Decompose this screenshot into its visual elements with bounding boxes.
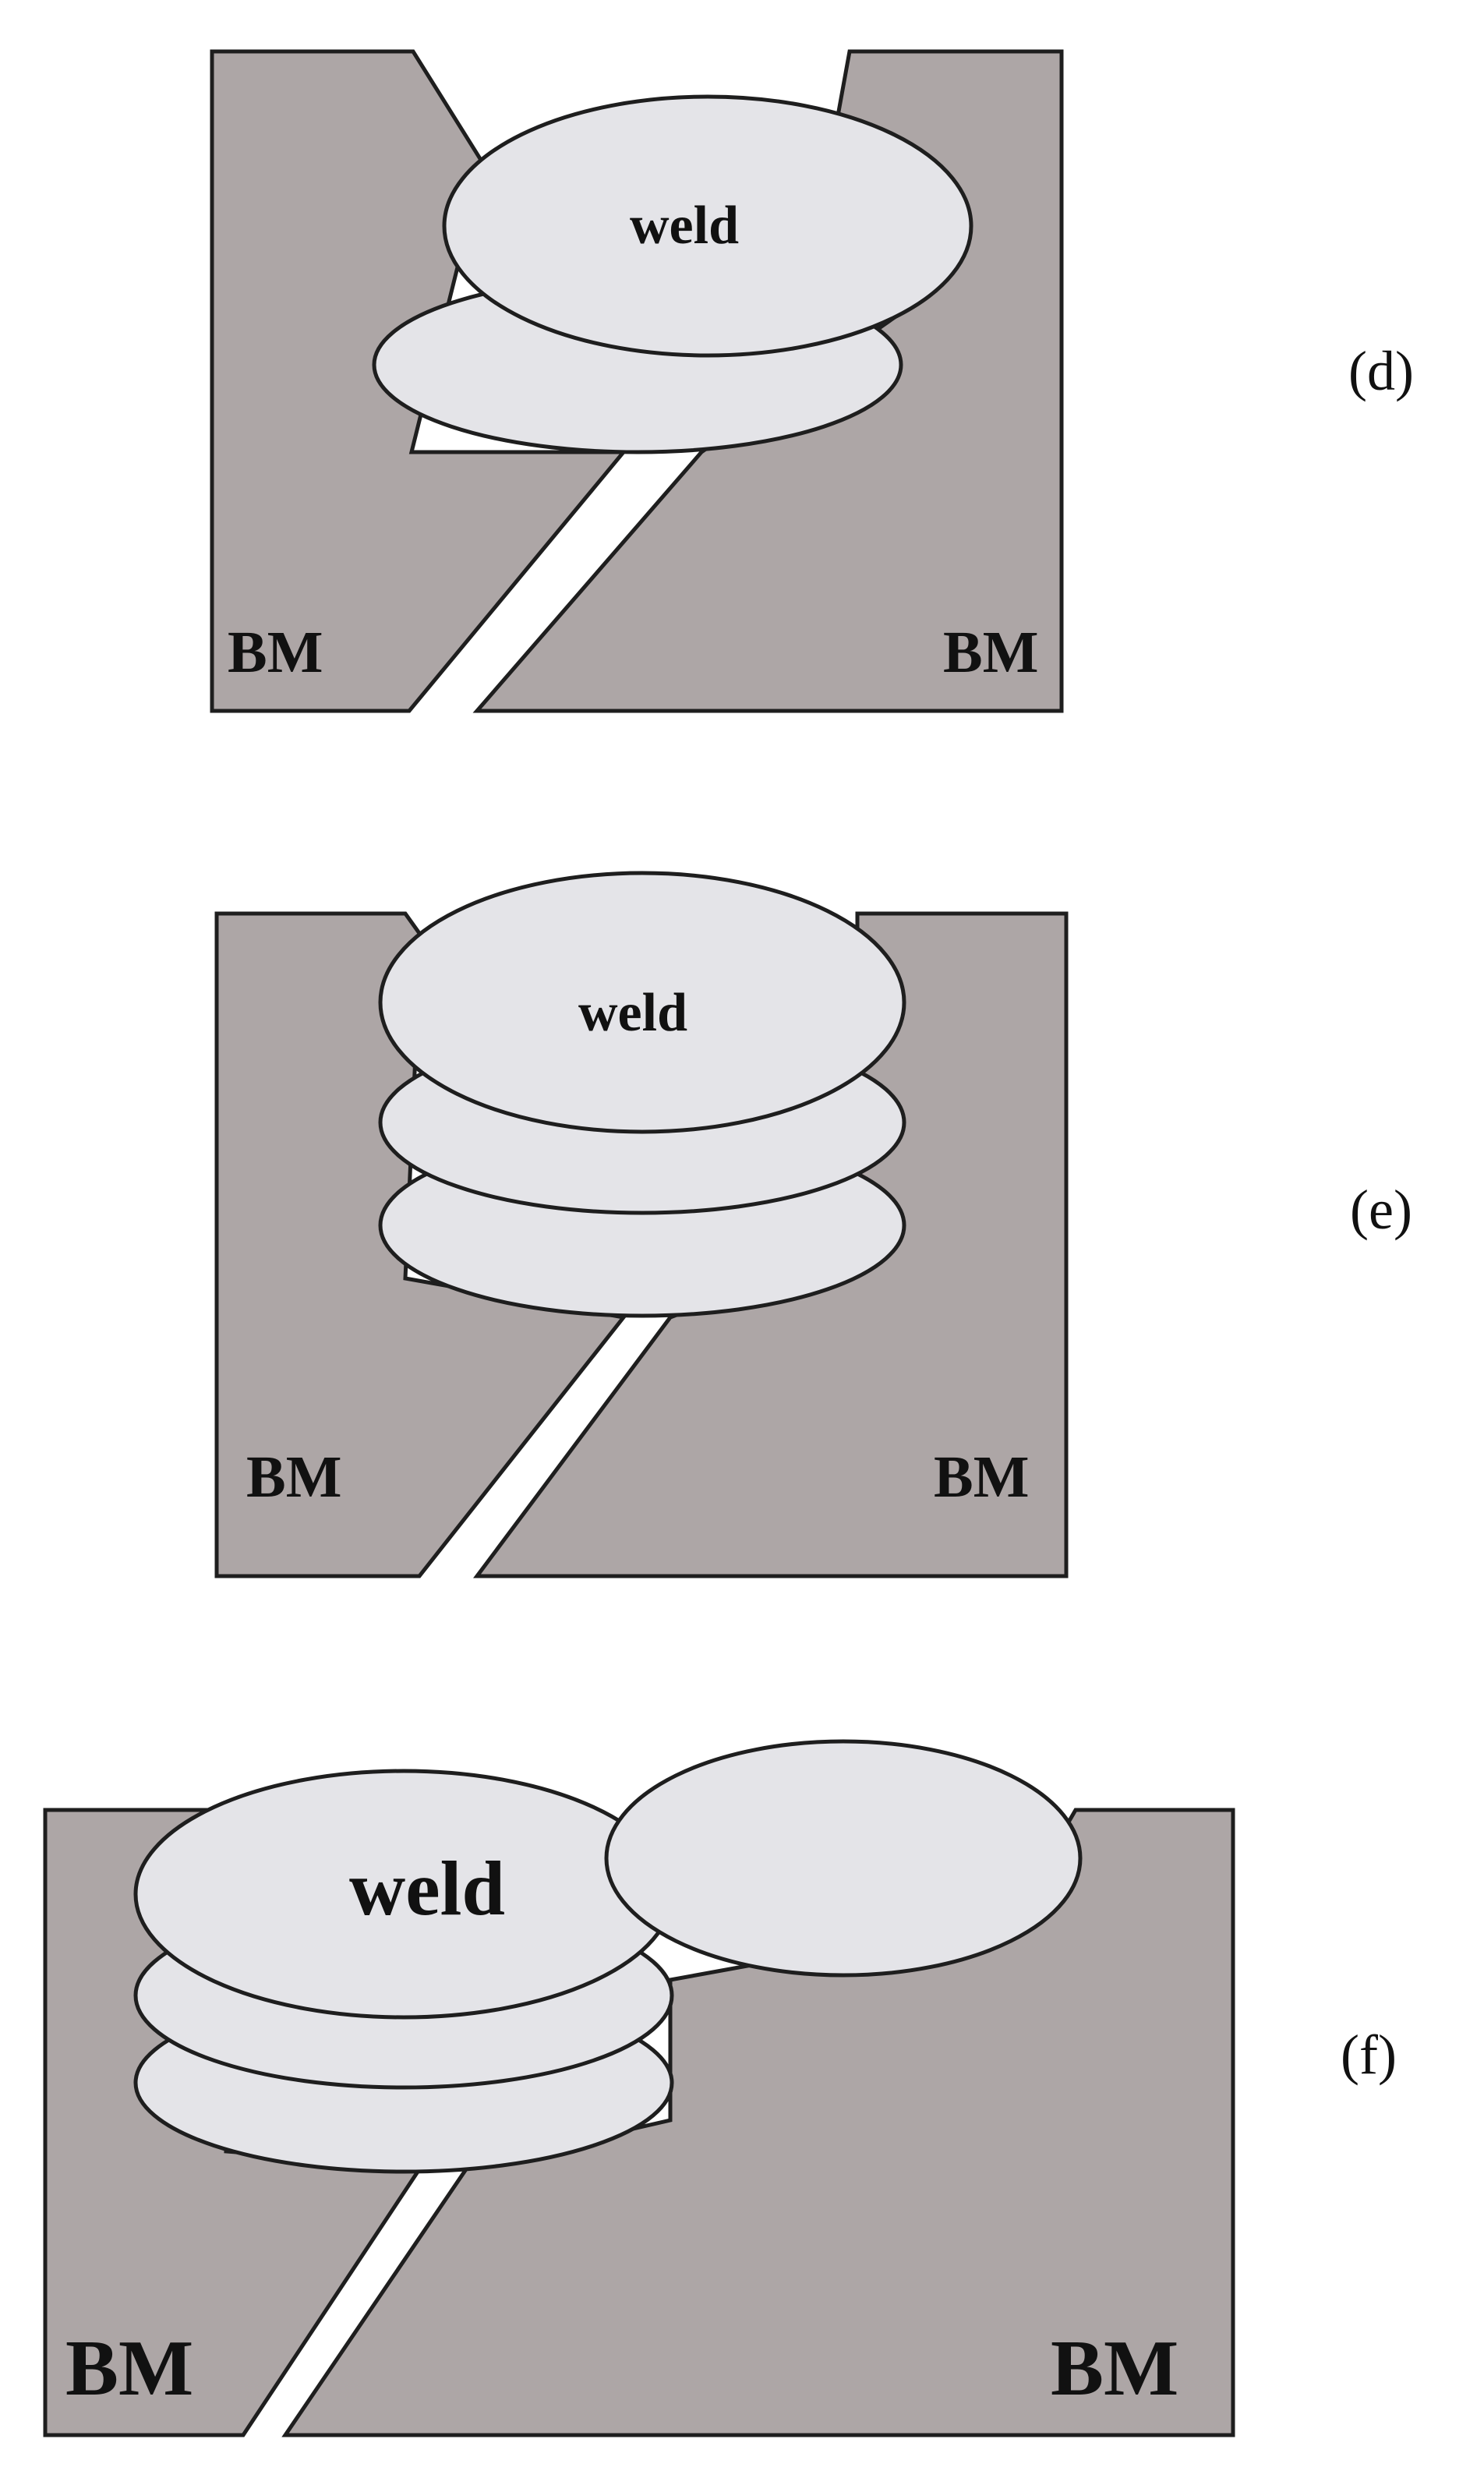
weld-label: weld (630, 196, 739, 256)
weld-label: weld (349, 1845, 505, 1932)
weld-label: weld (578, 983, 687, 1043)
weld-bead-top (378, 871, 906, 1134)
weld-bead-side (604, 1739, 1083, 1978)
panel-d: weld BM BM (d) (210, 49, 1414, 713)
base-metal-left-label: BM (228, 620, 323, 685)
panel-label-e: (e) (1350, 1179, 1412, 1241)
panel-label-f: (f) (1341, 2024, 1397, 2086)
base-metal-left-label: BM (246, 1444, 341, 1510)
panel-f: weld BM BM (f) (43, 1739, 1397, 2437)
base-metal-right-label: BM (1051, 2324, 1178, 2412)
base-metal-right-label: BM (943, 620, 1038, 685)
panel-label-d: (d) (1348, 340, 1414, 402)
weld-bead-upper (442, 94, 973, 358)
base-metal-left-label: BM (65, 2324, 193, 2412)
panel-e: weld BM BM (e) (214, 871, 1412, 1578)
base-metal-right-label: BM (934, 1444, 1029, 1510)
